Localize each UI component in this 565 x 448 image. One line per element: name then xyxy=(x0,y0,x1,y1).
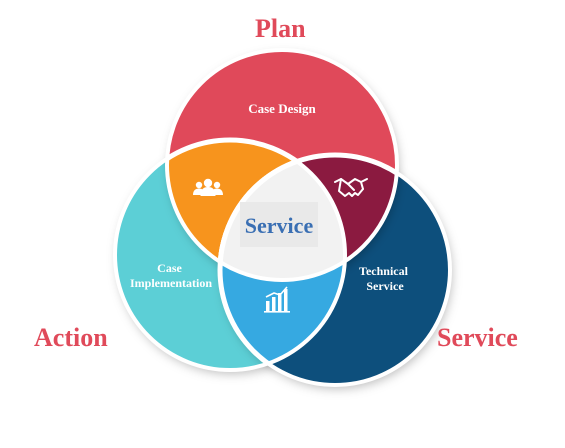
outer-label-plan: Plan xyxy=(255,14,306,43)
circle-top-outline xyxy=(165,48,399,282)
circle-right-label-line2: Service xyxy=(366,279,404,293)
center-label-box xyxy=(240,202,318,247)
circle-left-outline xyxy=(113,138,347,372)
circle-top-label: Case Design xyxy=(248,101,316,116)
circle-right-label: Technical Service xyxy=(359,264,411,293)
center-label: Service xyxy=(245,213,314,238)
outer-label-service: Service xyxy=(437,323,518,352)
circle-right-outline xyxy=(218,153,452,387)
circle-right-label-line1: Technical xyxy=(359,264,409,278)
circle-left-label: Case Implementation xyxy=(130,261,212,290)
people-icon xyxy=(193,178,223,196)
handshake-icon xyxy=(334,178,368,197)
circle-left-label-line2: Implementation xyxy=(130,276,212,290)
outer-label-action: Action xyxy=(34,323,108,352)
bar-chart-icon xyxy=(264,286,290,313)
circle-left-label-line1: Case xyxy=(157,261,182,275)
